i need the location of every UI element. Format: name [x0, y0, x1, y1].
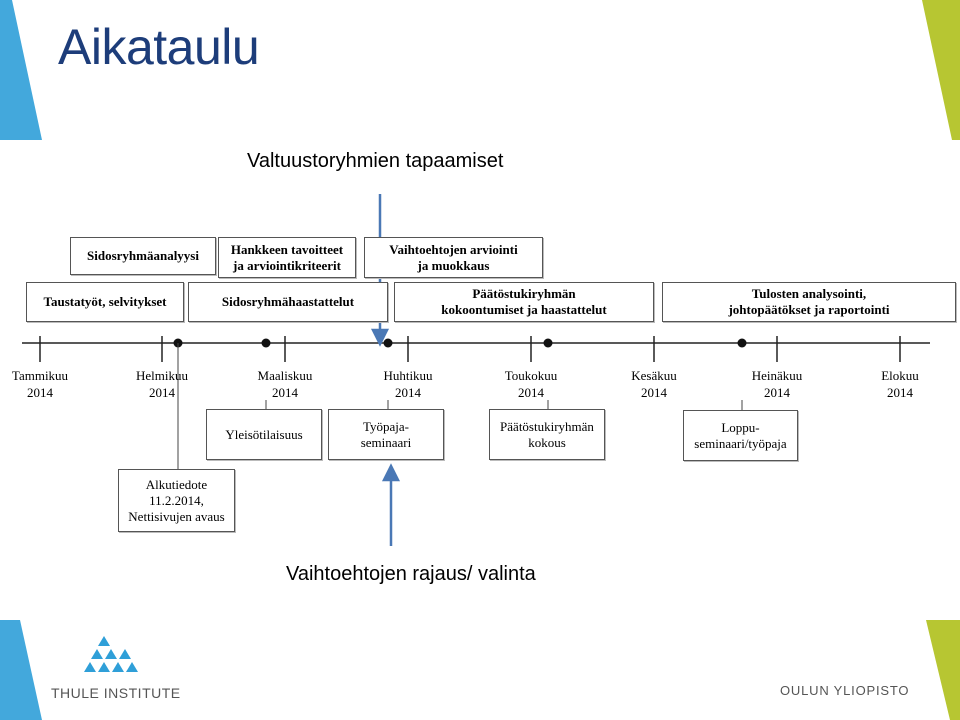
bottom-left-blue-stripe — [0, 620, 42, 720]
thule-logo-icon — [84, 636, 138, 672]
event-dot-heinakuu — [737, 338, 747, 348]
event-tyopajaseminaari: Työpaja- seminaari — [328, 409, 444, 460]
event-dot-toukokuu — [543, 338, 553, 348]
arrow-up — [381, 463, 401, 546]
box-hankkeen-tavoitteet: Hankkeen tavoitteet ja arviointikriteeri… — [218, 237, 356, 278]
box-taustatyot: Taustatyöt, selvitykset — [26, 282, 184, 322]
bottom-right-green-stripe — [926, 620, 960, 720]
top-left-blue-stripe — [0, 0, 42, 140]
slide-title: Aikataulu — [58, 19, 260, 75]
bottom-note: Vaihtoehtojen rajaus/ valinta — [286, 563, 536, 585]
thule-institute-logo-text: THULE INSTITUTE — [51, 685, 181, 701]
box-sidosryhmaanalyysi: Sidosryhmäanalyysi — [70, 237, 216, 275]
box-vaihtoehtojen-arviointi: Vaihtoehtojen arviointi ja muokkaus — [364, 237, 543, 278]
event-dot-maaliskuu — [261, 338, 271, 348]
event-dot-huhtikuu — [383, 338, 393, 348]
box-paatostukiryhman-kokoontumiset: Päätöstukiryhmän kokoontumiset ja haasta… — [394, 282, 654, 322]
timeline-event-dots — [173, 338, 747, 348]
oulun-yliopisto-logo-text: OULUN YLIOPISTO — [780, 683, 910, 698]
event-connectors — [177, 343, 743, 469]
top-right-green-stripe — [922, 0, 960, 140]
event-paatostukiryhman-kokous: Päätöstukiryhmän kokous — [489, 409, 605, 460]
box-tulosten-analysointi: Tulosten analysointi, johtopäätökset ja … — [662, 282, 956, 322]
event-alkutiedote: Alkutiedote 11.2.2014, Nettisivujen avau… — [118, 469, 235, 532]
timeline-ticks — [39, 336, 901, 362]
event-loppuseminaari: Loppu- seminaari/työpaja — [683, 410, 798, 461]
event-yleisotilaisuus: Yleisötilaisuus — [206, 409, 322, 460]
box-sidosryhmahaastattelut: Sidosryhmähaastattelut — [188, 282, 388, 322]
slide-subtitle: Valtuustoryhmien tapaamiset — [247, 150, 504, 172]
